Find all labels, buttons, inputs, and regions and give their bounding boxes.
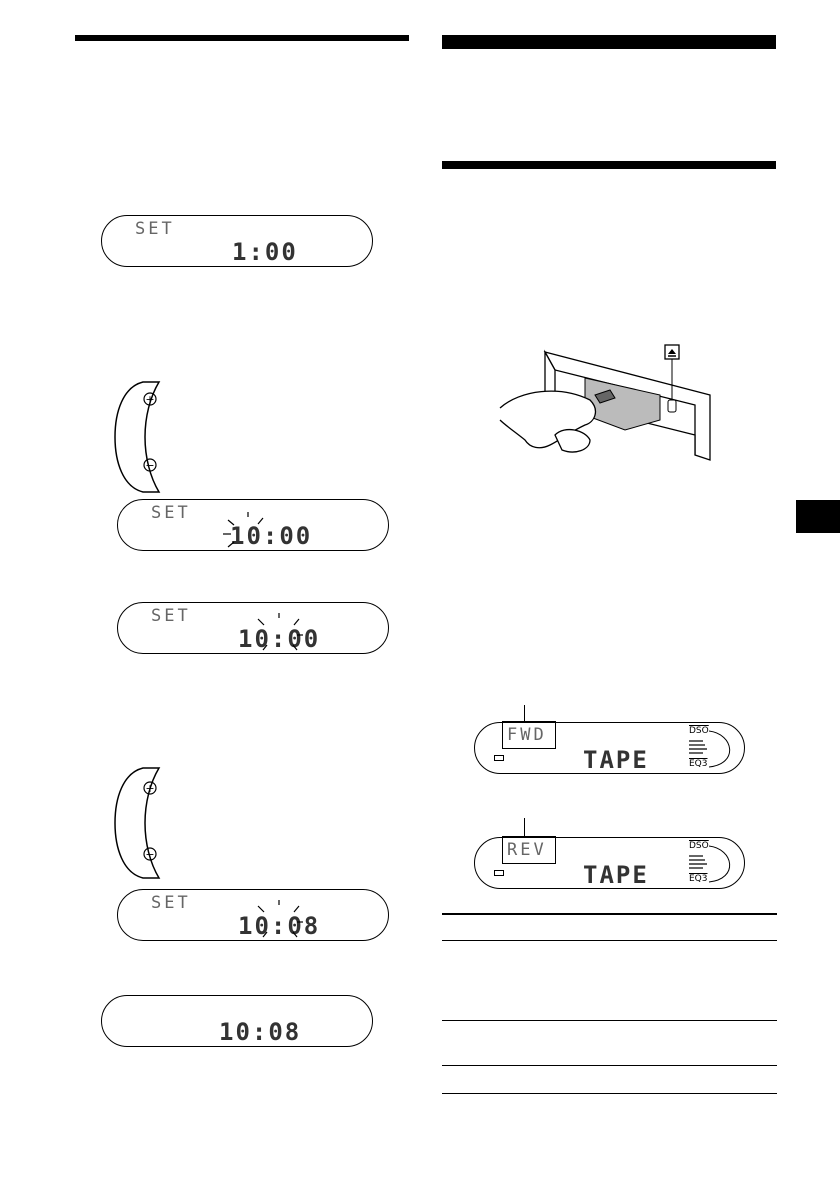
cassette-icon bbox=[494, 870, 504, 876]
display-time-value: 10:08 bbox=[238, 912, 321, 940]
clock-display-2: SET 10:00 bbox=[117, 499, 389, 551]
right-heading-bar-1 bbox=[442, 35, 776, 49]
display-time-value: 10:08 bbox=[219, 1018, 302, 1046]
tape-display-fwd: FWD TAPE DSO EQ3 bbox=[474, 721, 745, 774]
display-time-value: 10:00 bbox=[238, 625, 321, 653]
minus-icon: − bbox=[145, 459, 154, 472]
dso-label: DSO bbox=[689, 726, 709, 736]
plus-icon: + bbox=[145, 782, 154, 795]
tape-source-label: TAPE bbox=[583, 861, 649, 889]
callout-line-fwd bbox=[524, 705, 525, 721]
table-bottom-rule bbox=[442, 1093, 777, 1094]
eq-bars-icon bbox=[689, 845, 731, 883]
display-time-value: 1:00 bbox=[232, 238, 298, 266]
plus-icon: + bbox=[145, 393, 154, 406]
minus-icon: − bbox=[145, 848, 154, 861]
clock-display-4: SET 10:08 bbox=[117, 889, 389, 941]
blink-rays-icon bbox=[223, 512, 264, 548]
display-set-label: SET bbox=[151, 606, 191, 626]
dial-button-2[interactable]: + − bbox=[114, 767, 175, 879]
table-top-rule bbox=[442, 913, 777, 915]
clock-display-1: SET 1:00 bbox=[101, 215, 373, 267]
tape-display-rev: REV TAPE DSO EQ3 bbox=[474, 836, 745, 889]
display-time-value: 10:00 bbox=[230, 522, 313, 550]
mode-indicator-box bbox=[502, 721, 556, 749]
left-section-rule bbox=[75, 35, 409, 41]
cassette-insert-illustration bbox=[499, 344, 711, 461]
section-tab bbox=[796, 500, 840, 533]
table-row-rule-3 bbox=[442, 1065, 777, 1066]
tape-source-label: TAPE bbox=[583, 746, 649, 774]
callout-line-rev bbox=[524, 818, 525, 836]
table-row-rule-1 bbox=[442, 940, 777, 941]
dial-button-1[interactable]: + − bbox=[114, 381, 175, 493]
right-heading-bar-2 bbox=[442, 161, 776, 169]
tape-mode-label: FWD bbox=[507, 725, 547, 745]
eq-label: EQ3 bbox=[689, 759, 708, 769]
dso-label: DSO bbox=[689, 841, 709, 851]
blink-rays-icon bbox=[257, 613, 303, 651]
cassette-icon bbox=[494, 755, 504, 761]
display-set-label: SET bbox=[135, 219, 175, 239]
clock-display-5: 10:08 bbox=[101, 995, 373, 1047]
display-set-label: SET bbox=[151, 503, 191, 523]
table-row-rule-2 bbox=[442, 1020, 777, 1021]
blink-rays-icon bbox=[257, 900, 303, 938]
clock-display-3: SET 10:00 bbox=[117, 602, 389, 654]
mode-indicator-box bbox=[502, 836, 556, 864]
display-set-label: SET bbox=[151, 893, 191, 913]
eq-bars-icon bbox=[689, 730, 731, 768]
eq-label: EQ3 bbox=[689, 874, 708, 884]
tape-mode-label: REV bbox=[507, 840, 547, 860]
